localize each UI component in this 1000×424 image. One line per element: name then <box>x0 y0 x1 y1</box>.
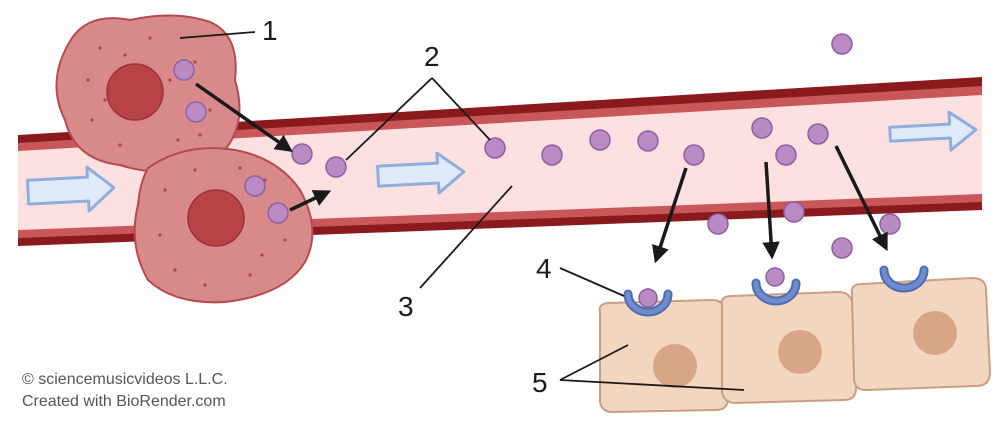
secretion-arrow-top <box>194 82 293 153</box>
hormone-in-cell-bottom-2 <box>267 202 289 224</box>
label-4: 4 <box>536 253 552 284</box>
label-5: 5 <box>532 367 548 398</box>
hormone <box>751 117 773 139</box>
hormone <box>831 33 853 55</box>
target-arrow-2 <box>762 161 780 260</box>
hormone-in-cell-top-2 <box>185 101 207 123</box>
target-cell-1 <box>598 298 730 414</box>
flow-arrow-middle <box>376 151 466 195</box>
hormone <box>589 129 611 151</box>
target-cell-2 <box>720 290 858 405</box>
biorender-credit: Created with BioRender.com <box>22 393 226 410</box>
target-cells <box>598 276 992 414</box>
hormone-in-cell-bottom-1 <box>244 175 266 197</box>
copyright-text: © sciencemusicvideos L.L.C. <box>22 371 228 388</box>
flow-arrow-right <box>888 110 978 152</box>
secretion-arrow-bottom <box>289 190 332 212</box>
hormone <box>807 123 829 145</box>
hormone <box>775 144 797 166</box>
hormone <box>637 130 659 152</box>
hormone <box>291 143 313 165</box>
secreting-cell-bottom-granules <box>158 166 287 287</box>
hormone <box>707 213 729 235</box>
hormone <box>541 144 563 166</box>
secreting-cell-bottom-nucleus <box>187 189 245 247</box>
flow-arrows <box>25 110 978 213</box>
bound-hormone <box>765 267 785 287</box>
label-2: 2 <box>424 41 440 72</box>
secreting-cell-top-nucleus <box>106 63 164 121</box>
leader-5a <box>559 344 629 381</box>
hormone <box>325 156 347 178</box>
secreting-cell-top-granules <box>86 36 212 147</box>
number-labels: 1 2 3 4 5 <box>262 15 552 398</box>
target-cell-3-nucleus <box>913 311 957 355</box>
target-cell-3 <box>850 276 992 392</box>
receptor-bound-1 <box>623 288 673 317</box>
hormone-in-cell-top-1 <box>173 59 195 81</box>
label-1: 1 <box>262 15 278 46</box>
hormone <box>783 201 805 223</box>
movement-arrows <box>194 82 888 264</box>
receptor-bound-2 <box>751 267 801 306</box>
label-3: 3 <box>398 291 414 322</box>
flow-arrow-left <box>25 165 116 213</box>
leader-lines <box>179 31 745 391</box>
target-cell-1-nucleus <box>653 344 697 388</box>
leader-4 <box>559 267 625 297</box>
leader-2b <box>431 77 491 141</box>
secreting-cell-bottom <box>133 147 314 304</box>
receptors <box>623 265 929 317</box>
hormone <box>683 144 705 166</box>
target-arrow-3 <box>834 145 888 252</box>
hormone <box>484 137 506 159</box>
leader-5b <box>559 379 745 391</box>
target-arrow-1 <box>652 167 688 264</box>
leader-3 <box>419 185 513 289</box>
hormones <box>291 33 901 259</box>
receptor-empty-3 <box>879 265 929 293</box>
leader-2a <box>345 77 433 161</box>
secreting-cell-top <box>55 14 241 173</box>
leader-1 <box>179 31 256 39</box>
hormone <box>879 213 901 235</box>
bound-hormone <box>638 288 658 308</box>
target-cell-2-nucleus <box>778 330 822 374</box>
hormone <box>831 237 853 259</box>
